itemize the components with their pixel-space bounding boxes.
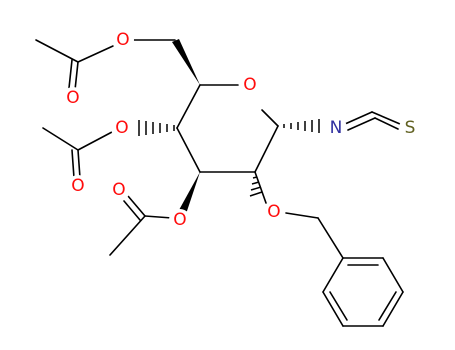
svg-text:S: S xyxy=(405,118,416,138)
bond-acyl-carbonyl-3a xyxy=(127,195,146,217)
atom-o-c4: O xyxy=(111,117,133,139)
svg-text:O: O xyxy=(115,118,128,138)
atom-o-ring: O xyxy=(239,74,261,96)
atom-o-c6: O xyxy=(112,29,134,51)
atom-o-c3: O xyxy=(169,209,191,231)
bond-acyl-carbonyl-4b xyxy=(71,149,75,179)
bond-acyl-carbonyl-6b xyxy=(68,59,73,89)
svg-text:O: O xyxy=(267,202,280,222)
phenyl-bond-3 xyxy=(382,291,404,327)
hash-c2-o2 xyxy=(249,176,263,197)
bond-ch2-phenyl xyxy=(317,217,344,259)
atom-o-c6-carbonyl: O xyxy=(62,87,84,109)
bond-o6-acyl xyxy=(77,45,114,63)
atom-o-c3-carbonyl: O xyxy=(108,179,130,201)
bond-c5-c4 xyxy=(176,84,201,129)
wedge-c5-c6 xyxy=(172,39,200,85)
svg-text:O: O xyxy=(66,88,79,108)
bond-n-c-b xyxy=(347,117,376,131)
wedge-c3-o3 xyxy=(179,172,200,214)
atom-o-c2: O xyxy=(263,201,285,223)
bond-acyl-methyl-6 xyxy=(35,39,79,63)
atom-o-c4-carbonyl: O xyxy=(67,175,89,197)
phenyl-bond-2 xyxy=(382,257,404,293)
svg-text:O: O xyxy=(173,210,186,230)
hash-c1-n xyxy=(283,119,320,133)
atom-s-isothiocyanate: S xyxy=(399,117,421,139)
atom-n-isothiocyanate: N xyxy=(325,117,347,139)
bond-o3-acyl xyxy=(144,215,173,219)
phenyl-inner-2 xyxy=(378,291,397,321)
bond-c-s-a xyxy=(371,111,401,125)
bond-acyl-methyl-4 xyxy=(42,127,79,151)
phenyl-inner-3 xyxy=(329,291,348,321)
svg-text:O: O xyxy=(243,75,256,95)
bond-c2-c1 xyxy=(254,125,279,173)
bond-o2-ch2 xyxy=(285,212,319,219)
phenyl-bond-5 xyxy=(322,291,344,327)
bond-c4-c3 xyxy=(176,127,201,173)
bond-acyl-carbonyl-3b xyxy=(123,200,141,221)
bond-c1-o5 xyxy=(261,109,279,127)
bond-n-c-a xyxy=(344,111,373,125)
bond-o4-acyl xyxy=(77,131,113,151)
bond-acyl-methyl-3 xyxy=(109,215,146,256)
svg-text:O: O xyxy=(112,180,125,200)
svg-text:O: O xyxy=(71,176,84,196)
hash-c4-o4 xyxy=(138,120,175,136)
svg-text:O: O xyxy=(116,30,129,50)
phenyl-bond-6 xyxy=(322,257,344,293)
bond-acyl-carbonyl-6a xyxy=(74,61,79,91)
bond-acyl-carbonyl-4a xyxy=(77,149,81,179)
bond-c-s-b xyxy=(374,117,399,130)
svg-text:N: N xyxy=(330,118,343,138)
